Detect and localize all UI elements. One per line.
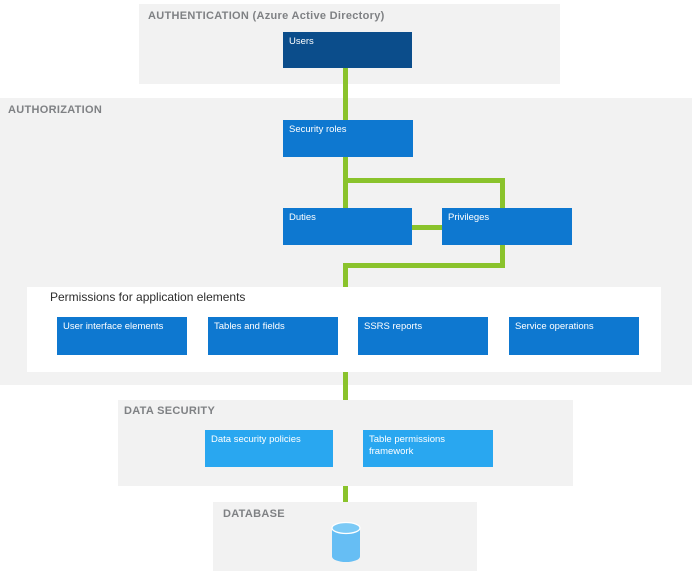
connector-data-security-to-database	[343, 486, 348, 502]
connector-privileges-down	[500, 245, 505, 268]
table-permissions-framework-box: Table permissions framework	[363, 430, 493, 467]
connector-branch-to-privileges-vertical	[500, 178, 505, 208]
connector-users-to-security-roles	[343, 68, 348, 120]
duties-box: Duties	[283, 208, 412, 245]
connector-branch-to-privileges-horizontal	[343, 178, 505, 183]
permission-item-service-operations: Service operations	[509, 317, 639, 355]
security-roles-box: Security roles	[283, 120, 413, 157]
data-security-policies-box: Data security policies	[205, 430, 333, 467]
connector-permissions-to-data-security	[343, 372, 348, 400]
database-section-label: DATABASE	[223, 508, 285, 520]
permissions-panel-title: Permissions for application elements	[50, 290, 246, 304]
permission-item-user-interface-elements: User interface elements	[57, 317, 187, 355]
connector-duties-to-privileges	[412, 225, 442, 230]
connector-privileges-to-permissions-horizontal	[343, 263, 505, 268]
authentication-section-label: AUTHENTICATION (Azure Active Directory)	[148, 10, 385, 22]
authorization-section-label: AUTHORIZATION	[8, 104, 103, 116]
permission-item-tables-and-fields: Tables and fields	[208, 317, 338, 355]
database-cylinder-icon	[331, 521, 361, 568]
users-box: Users	[283, 32, 412, 68]
connector-into-permissions-panel	[343, 263, 348, 287]
privileges-box: Privileges	[442, 208, 572, 245]
authentication-section: AUTHENTICATION (Azure Active Directory)	[139, 4, 560, 84]
data-security-section-label: DATA SECURITY	[124, 405, 216, 417]
data-security-section: DATA SECURITY	[118, 400, 573, 486]
permission-item-ssrs-reports: SSRS reports	[358, 317, 488, 355]
